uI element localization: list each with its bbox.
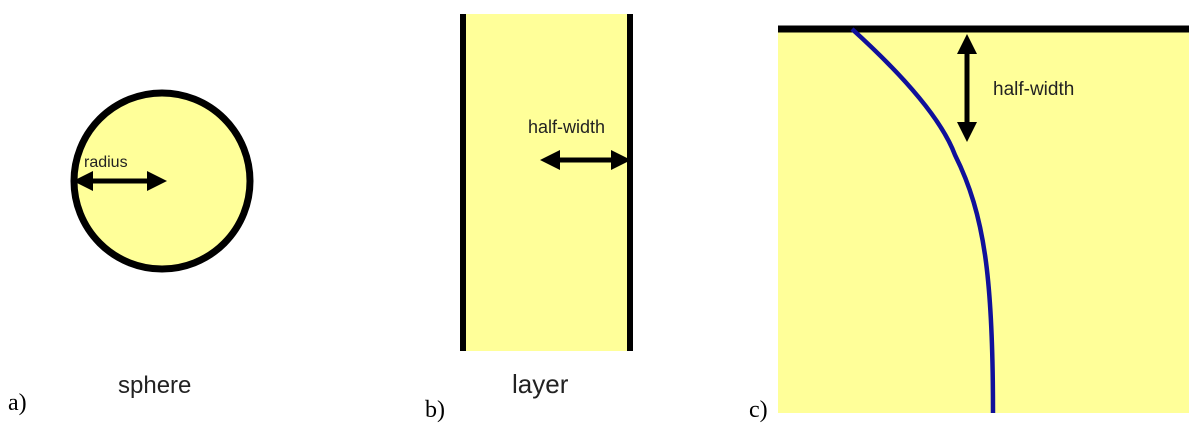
half-width-label-c: half-width: [993, 79, 1074, 100]
panel-c: half-width c): [749, 25, 1189, 423]
layer-caption: layer: [512, 369, 569, 399]
panel-b: half-width layer b): [425, 14, 633, 423]
radius-label: radius: [84, 154, 128, 171]
half-space-region: [778, 29, 1189, 413]
layer-region: [463, 14, 631, 351]
panel-a-letter: a): [8, 390, 27, 416]
panel-b-letter: b): [425, 397, 445, 423]
panel-a: radius sphere a): [8, 89, 254, 416]
sphere-caption: sphere: [118, 372, 191, 399]
panel-c-letter: c): [749, 397, 768, 423]
profile-curve: [850, 27, 996, 414]
half-width-label-b: half-width: [528, 117, 605, 137]
